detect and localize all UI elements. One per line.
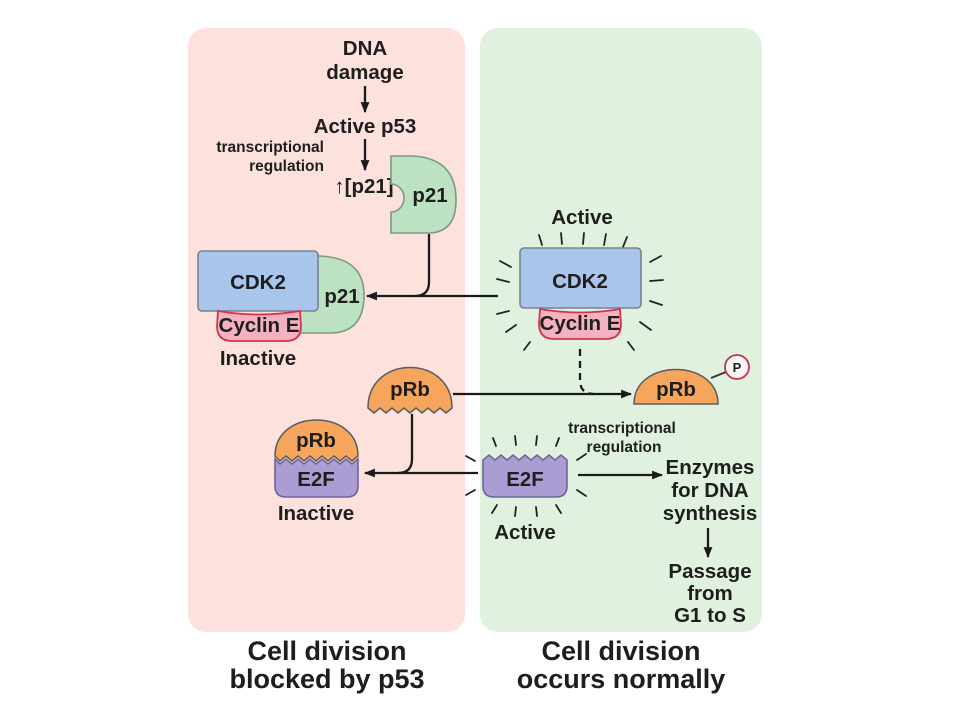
activity-ray (560, 232, 563, 245)
passage-g1-to-s: Passage from G1 to S (668, 560, 751, 627)
activity-ray (603, 233, 607, 246)
active-e2f-state-label: Active (494, 521, 556, 544)
complex-cdk2-label: CDK2 (230, 271, 286, 294)
phosphorylated-prb: pRb P (633, 354, 750, 405)
caption-normal-line1: Cell division (541, 636, 700, 666)
caption-blocked: Cell division blocked by p53 (229, 636, 424, 694)
enzymes-label-line1: Enzymes (666, 456, 755, 479)
active-cdk2-rays (496, 232, 664, 351)
activity-ray (649, 255, 662, 263)
free-p21: p21 (390, 155, 457, 234)
normal-transcriptional-regulation-line2: regulation (587, 439, 662, 456)
active-cdk2-label: CDK2 (552, 270, 608, 293)
phospho-prb-shape (633, 368, 719, 405)
complex-prb-label: pRb (296, 429, 336, 452)
activity-ray (465, 489, 476, 496)
enzymes-label-line3: synthesis (663, 502, 758, 525)
complex-cdk2-shape (197, 250, 319, 312)
prb-e2f-state-label: Inactive (278, 502, 354, 525)
activity-ray (514, 435, 517, 446)
dna-damage-label-line2: damage (326, 61, 403, 84)
phosphate-label: P (733, 360, 742, 375)
inactive-cdk2-complex: CDK2 p21 Cyclin E Inactive (197, 250, 365, 370)
active-e2f-shape (482, 453, 568, 498)
activity-ray (649, 279, 664, 282)
free-prb-label: pRb (390, 378, 430, 401)
activity-ray (538, 234, 543, 246)
dashed-connector-cdk2-phosphorylates-prb (578, 349, 595, 396)
activity-ray (627, 341, 635, 351)
active-e2f-label: E2F (506, 468, 544, 491)
activity-ray (555, 437, 560, 447)
complex-e2f-label: E2F (297, 468, 335, 491)
activity-ray (514, 506, 517, 517)
transcriptional-regulation-label-line1: transcriptional (216, 139, 324, 156)
normal-transcriptional-regulation-line1: transcriptional (568, 420, 676, 437)
complex-prb-shape (274, 419, 359, 463)
complex-cyclin-e-label: Cyclin E (219, 314, 300, 337)
activity-ray (535, 506, 538, 517)
activity-ray (523, 341, 531, 351)
activity-ray (582, 232, 585, 245)
active-cdk2-complex: Active CDK2 Cyclin E (496, 206, 664, 351)
phosphate-bond (710, 371, 727, 379)
complex-e2f-shape (274, 457, 359, 498)
active-cyclin-e-label: Cyclin E (540, 312, 621, 335)
active-cyclin-e-shape (538, 307, 622, 340)
phospho-prb-label: pRb (656, 378, 696, 401)
free-p21-label: p21 (412, 184, 447, 207)
complex-cyclin-e-shape (216, 309, 302, 342)
activity-ray (576, 489, 587, 497)
passage-label-line1: Passage (668, 560, 751, 583)
active-cdk2-shape (519, 247, 642, 309)
activity-ray (649, 300, 663, 306)
complex-p21-label: p21 (324, 285, 359, 308)
complex-state-label: Inactive (220, 347, 296, 370)
active-cdk2-state-label: Active (551, 206, 613, 229)
activity-ray (639, 321, 652, 331)
activity-ray (622, 236, 628, 248)
activity-ray (555, 504, 562, 514)
caption-normal: Cell division occurs normally (517, 636, 726, 694)
p53-pathway: DNA damage Active p53 transcriptional re… (216, 37, 416, 198)
free-prb-shape (367, 366, 453, 414)
active-e2f: E2F Active (465, 435, 587, 544)
dna-damage-label-line1: DNA (343, 37, 388, 60)
caption-blocked-line1: Cell division (247, 636, 406, 666)
activity-ray (576, 453, 587, 461)
p21-increase-label: ↑[p21] (334, 175, 393, 198)
activity-ray (505, 324, 517, 333)
free-p21-shape (390, 155, 457, 234)
activity-ray (535, 435, 538, 446)
active-p53-label: Active p53 (314, 115, 417, 138)
activity-ray (496, 310, 510, 315)
passage-label-line2: from (687, 582, 733, 605)
activity-ray (492, 437, 497, 447)
passage-label-line3: G1 to S (674, 604, 746, 627)
caption-normal-line2: occurs normally (517, 664, 726, 694)
transcriptional-regulation-label-line2: regulation (249, 158, 324, 175)
activity-ray (496, 278, 510, 283)
activity-ray (499, 260, 512, 268)
caption-blocked-line2: blocked by p53 (229, 664, 424, 694)
enzymes-for-dna-synthesis: Enzymes for DNA synthesis (663, 456, 758, 525)
activity-ray (465, 455, 476, 462)
free-prb: pRb (367, 366, 453, 414)
inactive-prb-e2f-complex: pRb E2F Inactive (274, 419, 359, 525)
activity-ray (491, 504, 498, 514)
phosphate-circle (724, 354, 750, 380)
enzymes-label-line2: for DNA (671, 479, 749, 502)
active-e2f-rays (465, 435, 587, 517)
